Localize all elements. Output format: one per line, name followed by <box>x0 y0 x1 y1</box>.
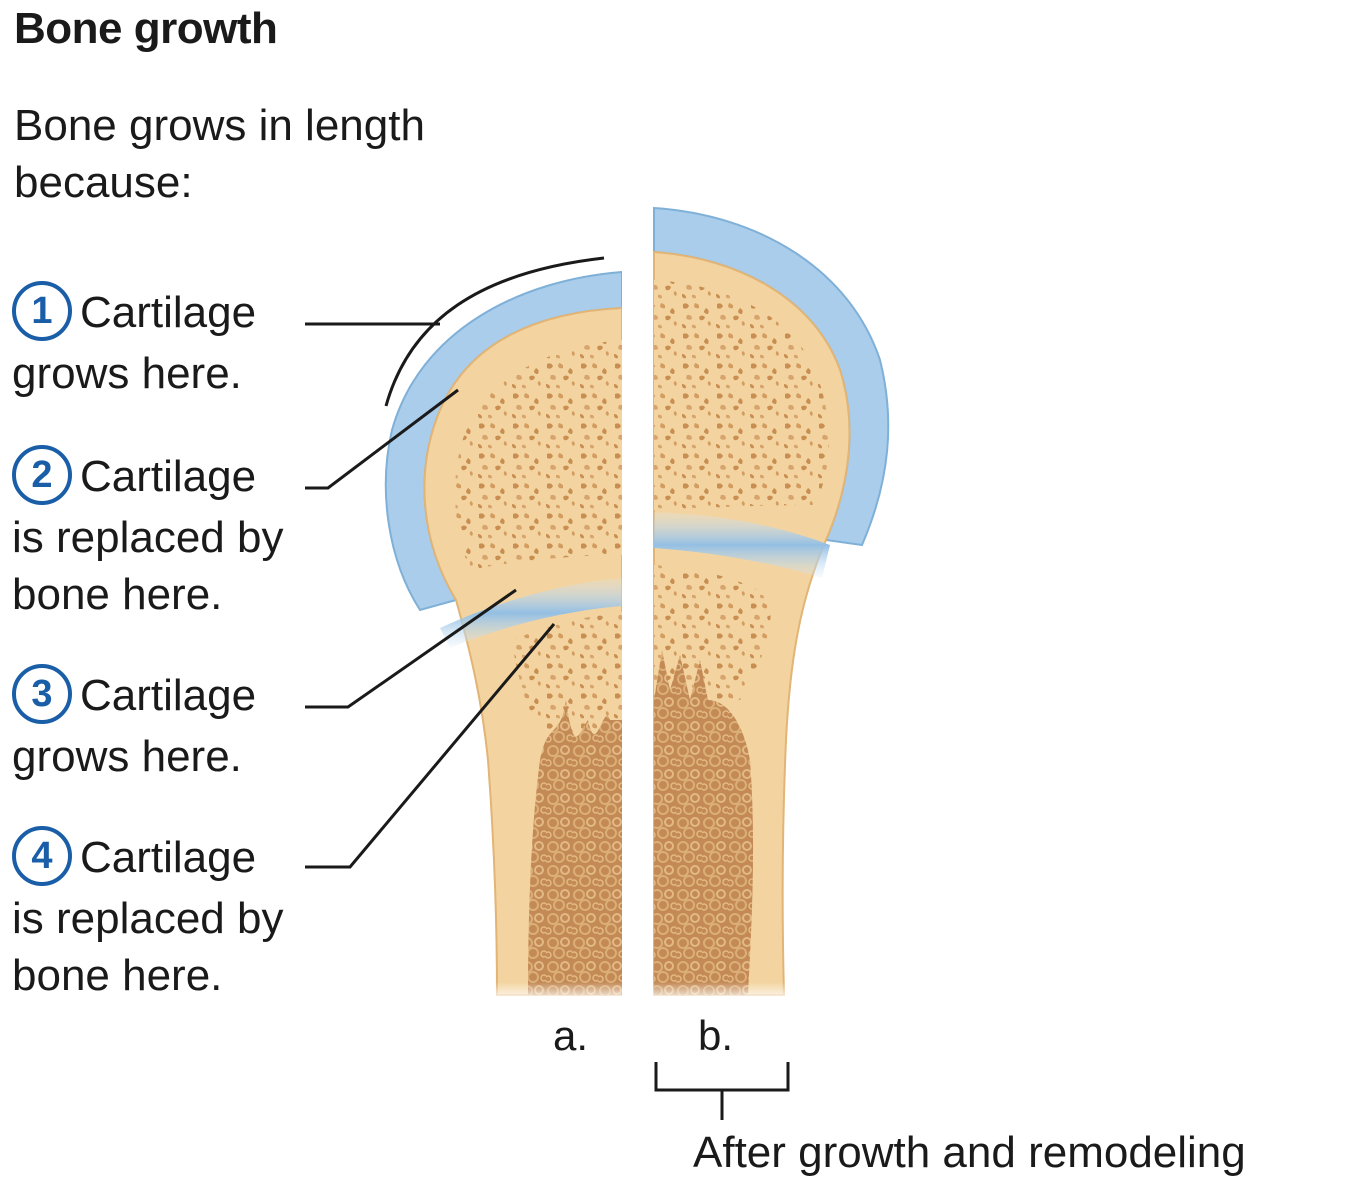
panel-b-bracket <box>654 1062 790 1120</box>
panel-b-caption: After growth and remodeling <box>693 1128 1246 1177</box>
panel-b-label: b. <box>698 1012 734 1059</box>
cartilage-cap-bracket <box>384 256 605 407</box>
bone-half-a <box>384 270 630 1000</box>
spongy-bone-a <box>455 340 622 570</box>
step-3-text: grows here. <box>12 732 242 782</box>
leader-lines <box>305 256 790 1120</box>
leader-line-2 <box>305 388 459 490</box>
step-4-text: is replaced by bone here. <box>12 894 284 1001</box>
leader-line-3 <box>305 588 517 709</box>
step-3-number: 3 <box>12 664 72 725</box>
epiphyseal-plate-a <box>440 578 622 648</box>
leader-line-4 <box>305 623 556 869</box>
step-1-text: grows here. <box>12 349 242 399</box>
figure-title: Bone growth <box>14 4 278 53</box>
intro-text: Bone grows in length because: <box>14 101 425 207</box>
step-1-number: 1 <box>12 281 72 342</box>
epiphyseal-plate-b <box>654 512 830 578</box>
metaphysis-spongy-a <box>512 612 622 760</box>
panel-a-label: a. <box>553 1012 589 1059</box>
step-2-text: is replaced by bone here. <box>12 513 284 620</box>
metaphysis-spongy-b <box>654 565 772 700</box>
bone-half-b <box>650 206 890 1000</box>
spongy-bone-b <box>654 280 829 510</box>
step-2-number: 2 <box>12 445 72 506</box>
step-4-number: 4 <box>12 826 72 887</box>
